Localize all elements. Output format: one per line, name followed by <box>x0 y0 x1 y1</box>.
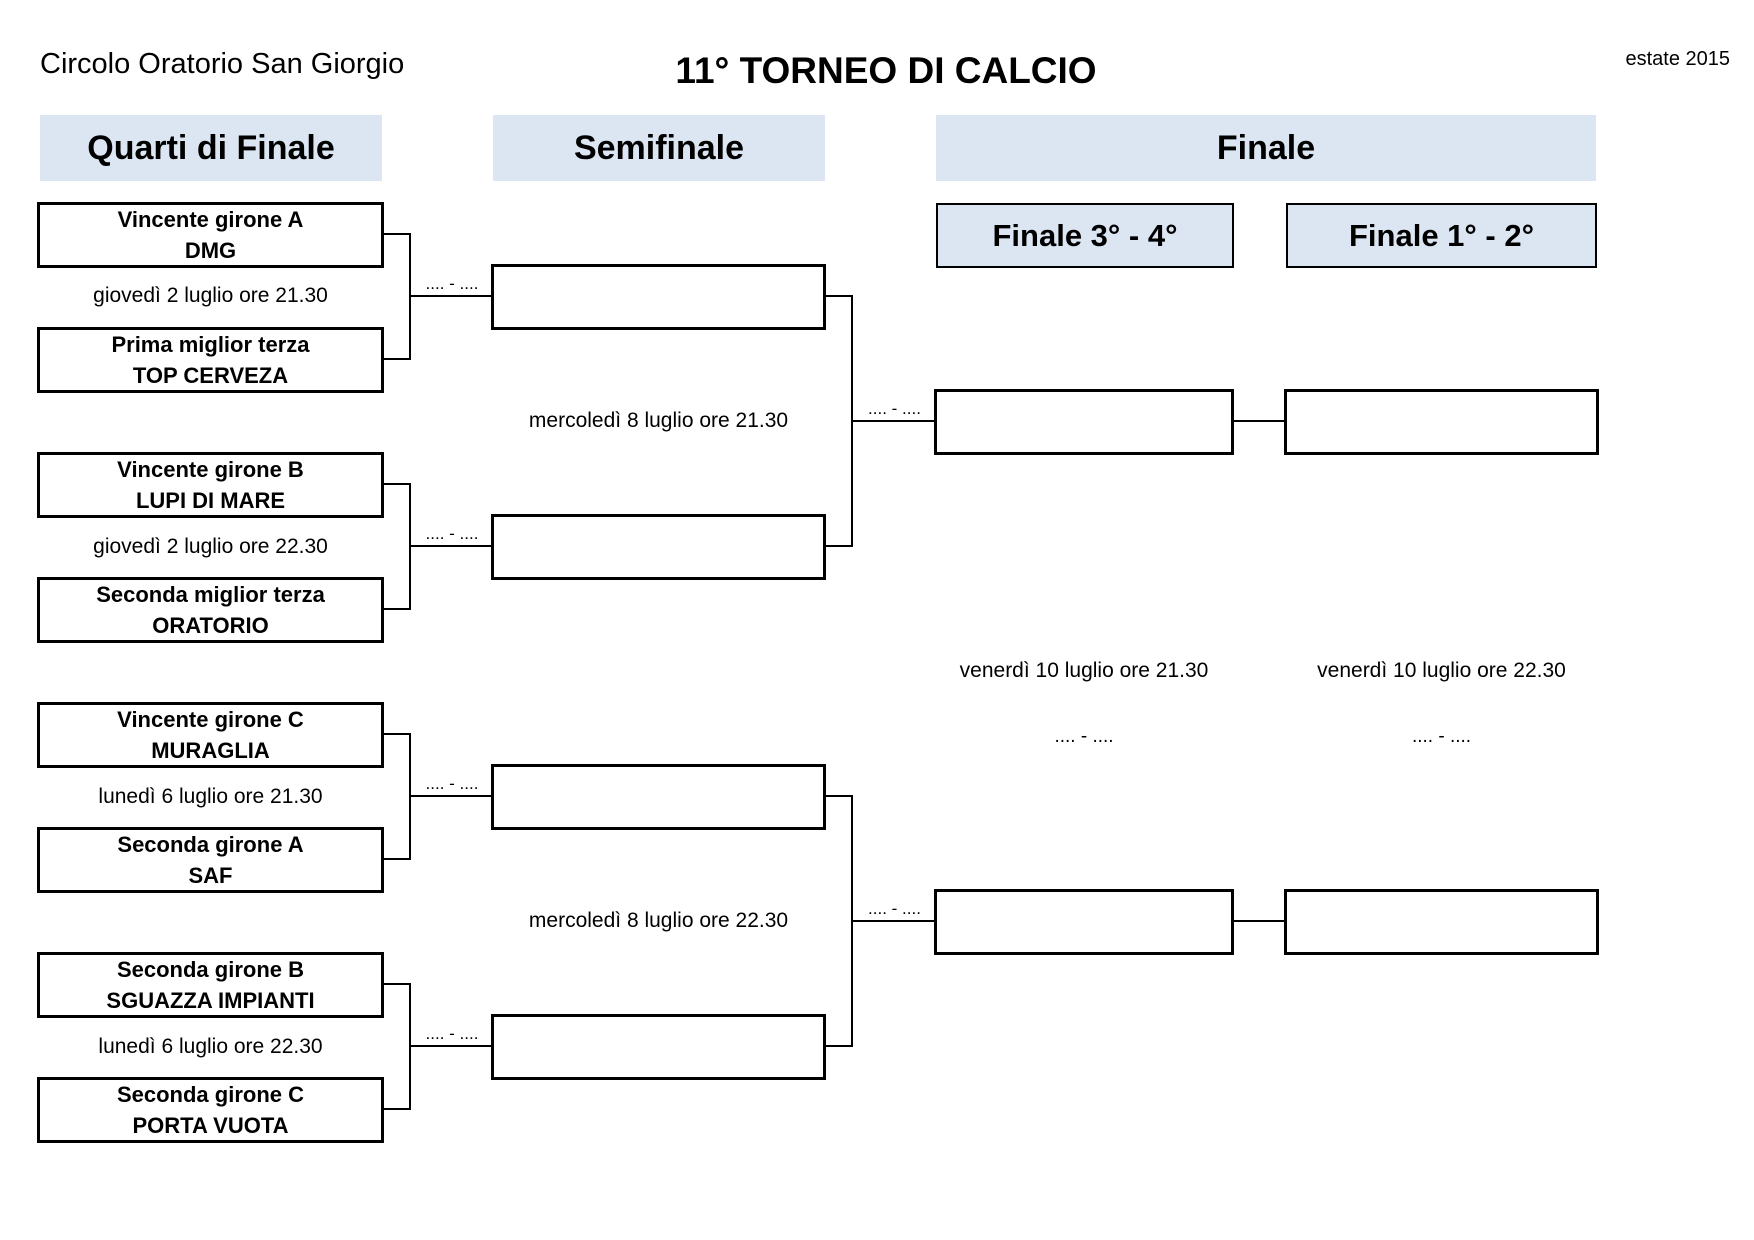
qf2-connector-bottom <box>384 608 411 610</box>
qf4-team1-slot: Seconda girone B <box>116 957 305 982</box>
sf1-date: mercoledì 8 luglio ore 21.30 <box>528 409 789 432</box>
qf3-team2-box: Seconda girone A SAF <box>37 827 384 893</box>
qf1-team2-name: TOP CERVEZA <box>132 363 289 388</box>
first-place-team1-box <box>1284 389 1599 455</box>
qf1-date: giovedì 2 luglio ore 21.30 <box>93 284 328 307</box>
qf4-team1-name: SGUAZZA IMPIANTI <box>106 988 315 1013</box>
final-link-top <box>1234 420 1284 422</box>
season-label: estate 2015 <box>1625 48 1730 70</box>
qf2-team2-slot: Seconda miglior terza <box>96 582 325 607</box>
third-place-team2-box <box>934 889 1234 955</box>
sf2-score: .... - .... <box>868 899 921 918</box>
sf2-connector-out <box>851 920 936 922</box>
qf1-score: .... - .... <box>425 274 479 293</box>
qf3-date: lunedì 6 luglio ore 21.30 <box>98 785 323 808</box>
qf2-team2-box: Seconda miglior terza ORATORIO <box>37 577 384 643</box>
third-place-score: .... - .... <box>1054 726 1114 747</box>
qf4-connector-top <box>384 983 411 985</box>
qf3-connector-top <box>384 733 411 735</box>
sf1-score: .... - .... <box>868 399 921 418</box>
sf2-connector-bottom <box>826 1045 853 1047</box>
qf1-connector-top <box>384 233 411 235</box>
qf2-team1-slot: Vincente girone B <box>117 457 304 482</box>
sf2-connector-top <box>826 795 853 797</box>
qf1-team1-slot: Vincente girone A <box>117 207 304 232</box>
sf2-team1-box <box>491 764 826 830</box>
sf1-connector-bottom <box>826 545 853 547</box>
qf1-team1-name: DMG <box>184 238 237 263</box>
sf2-team2-box <box>491 1014 826 1080</box>
qf2-connector-top <box>384 483 411 485</box>
qf2-team2-name: ORATORIO <box>152 613 269 638</box>
qf4-team1-box: Seconda girone B SGUAZZA IMPIANTI <box>37 952 384 1018</box>
qf2-team1-name: LUPI DI MARE <box>135 488 286 513</box>
sf1-connector-top <box>826 295 853 297</box>
sf1-team2-box <box>491 514 826 580</box>
sf1-connector-out <box>851 420 936 422</box>
qf2-score: .... - .... <box>425 524 479 543</box>
third-place-final-header: Finale 3° - 4° <box>936 203 1234 268</box>
qf3-connector-out <box>409 795 493 797</box>
qf2-connector-out <box>409 545 493 547</box>
sf2-date: mercoledì 8 luglio ore 22.30 <box>528 909 789 932</box>
qf4-date: lunedì 6 luglio ore 22.30 <box>98 1035 323 1058</box>
qf4-team2-box: Seconda girone C PORTA VUOTA <box>37 1077 384 1143</box>
column-header-semifinals: Semifinale <box>493 115 825 181</box>
qf2-team1-box: Vincente girone B LUPI DI MARE <box>37 452 384 518</box>
qf3-team1-name: MURAGLIA <box>151 738 270 763</box>
first-place-final-header: Finale 1° - 2° <box>1286 203 1597 268</box>
final-link-bottom <box>1234 920 1284 922</box>
column-header-final: Finale <box>936 115 1596 181</box>
first-place-team2-box <box>1284 889 1599 955</box>
qf1-connector-out <box>409 295 493 297</box>
tournament-title: 11° TORNEO DI CALCIO <box>675 50 1097 91</box>
qf3-connector-bottom <box>384 858 411 860</box>
qf1-connector-bottom <box>384 358 411 360</box>
third-place-date: venerdì 10 luglio ore 21.30 <box>959 659 1209 682</box>
qf1-team2-box: Prima miglior terza TOP CERVEZA <box>37 327 384 393</box>
qf4-connector-out <box>409 1045 493 1047</box>
qf3-team1-slot: Vincente girone C <box>117 707 304 732</box>
qf4-score: .... - .... <box>425 1024 479 1043</box>
qf4-team2-slot: Seconda girone C <box>116 1082 305 1107</box>
third-place-team1-box <box>934 389 1234 455</box>
qf2-date: giovedì 2 luglio ore 22.30 <box>93 535 328 558</box>
qf3-team1-box: Vincente girone C MURAGLIA <box>37 702 384 768</box>
qf1-team2-slot: Prima miglior terza <box>111 332 310 357</box>
qf3-team2-name: SAF <box>188 863 233 888</box>
qf1-team1-box: Vincente girone A DMG <box>37 202 384 268</box>
qf4-team2-name: PORTA VUOTA <box>132 1113 289 1138</box>
qf3-score: .... - .... <box>425 774 479 793</box>
qf4-connector-bottom <box>384 1108 411 1110</box>
qf3-team2-slot: Seconda girone A <box>117 832 304 857</box>
first-place-date: venerdì 10 luglio ore 22.30 <box>1317 659 1566 682</box>
organization-name: Circolo Oratorio San Giorgio <box>40 48 405 80</box>
column-header-quarterfinals: Quarti di Finale <box>40 115 382 181</box>
first-place-score: .... - .... <box>1411 726 1472 747</box>
sf1-team1-box <box>491 264 826 330</box>
